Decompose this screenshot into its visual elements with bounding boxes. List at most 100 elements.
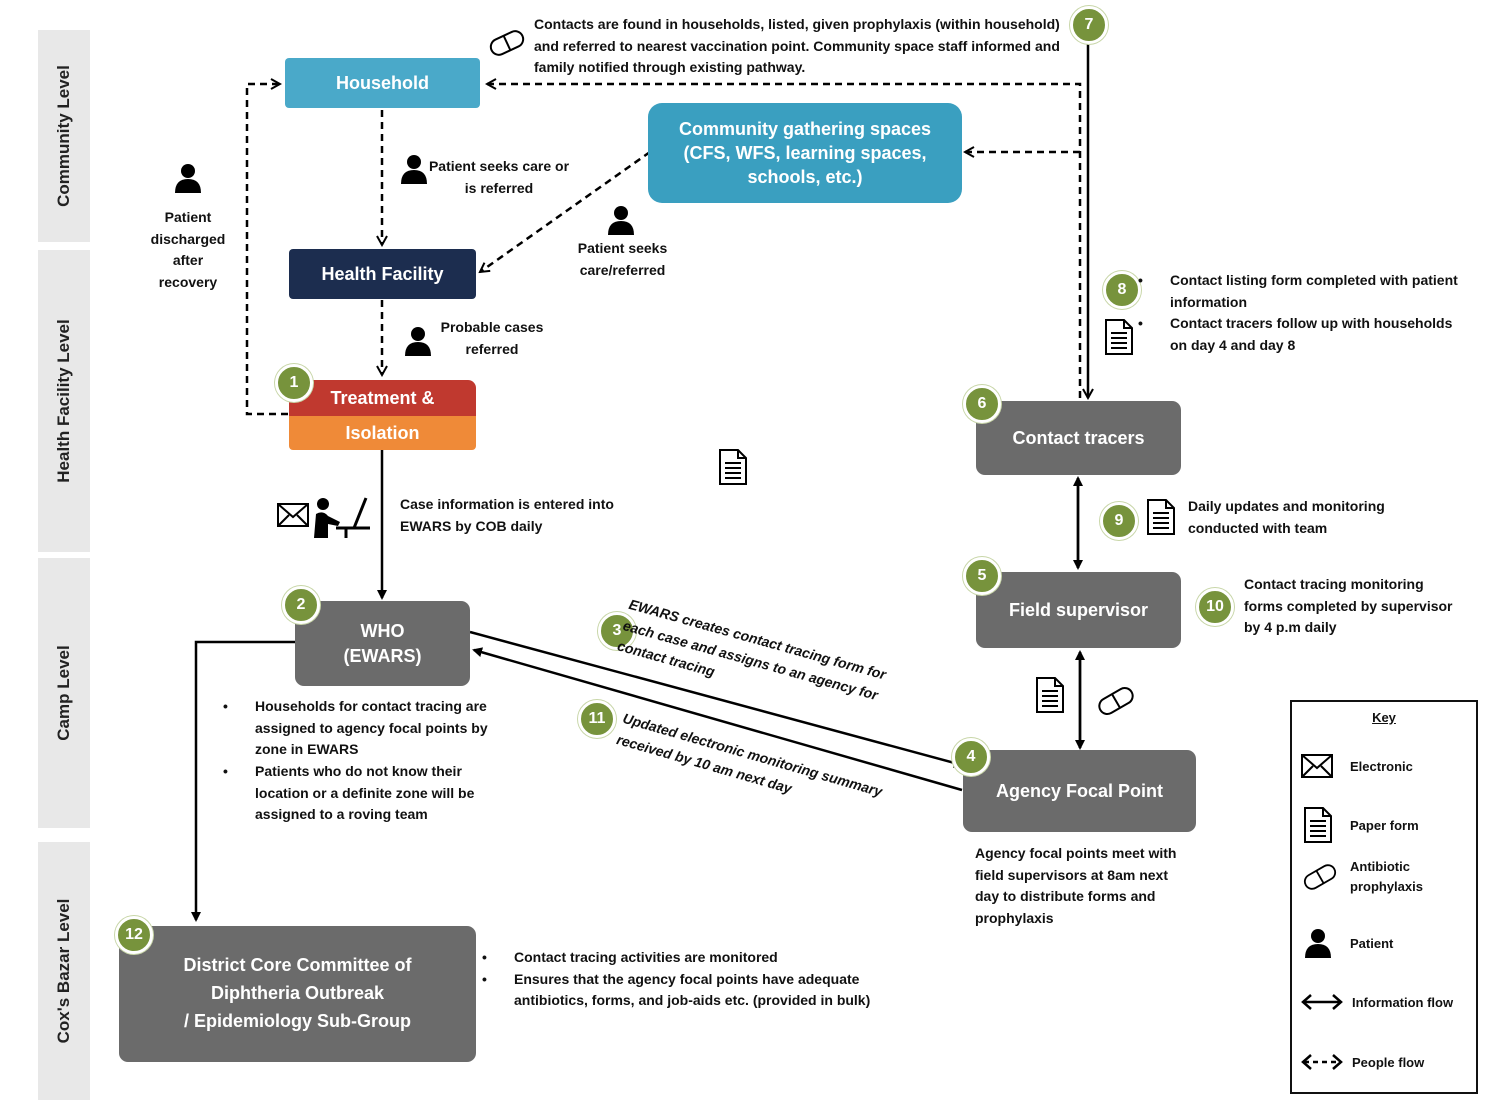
who-bullet-b: Patients who do not know their location …: [223, 761, 505, 826]
afp-text-1: Agency focal points meet with field supe…: [975, 845, 1177, 883]
paper-form-icon: [1304, 807, 1332, 843]
step8-text-a: Contact listing form completed with pati…: [1170, 272, 1458, 310]
paper-form-icon: [719, 449, 747, 485]
electronic-data-entry-icon: [277, 497, 370, 538]
key-paper-form-label: Paper form: [1350, 817, 1419, 833]
flow-community-to-health-facility: [480, 150, 651, 272]
district-label-3: / Epidemiology Sub-Group: [184, 1010, 411, 1031]
district-committee-box: District Core Committee of Diphtheria Ou…: [119, 926, 476, 1062]
health-facility-box: Health Facility: [289, 249, 476, 299]
patient-seeks-care-label: Patient seeks care or is referred: [428, 158, 570, 196]
step-badge-8: 8: [1103, 271, 1141, 309]
step-badge-6: 6: [963, 385, 1001, 423]
step-badge-4: 4: [952, 738, 990, 776]
step8-bullet-b: Contact tracers follow up with household…: [1138, 313, 1470, 356]
who-label: WHO: [360, 621, 405, 642]
contact-tracers-label: Contact tracers: [1012, 427, 1145, 448]
step8-text-b-emphasis: on day 4 and day 8: [1170, 337, 1296, 354]
key-row-paper-form: Paper form: [1300, 806, 1419, 844]
community-spaces-label: Community gathering spaces (CFS, WFS, le…: [678, 118, 932, 188]
district-notes: Contact tracing activities are monitored…: [482, 947, 884, 1012]
flow-who-to-district: [191, 640, 295, 922]
patient-discharged-label: Patient discharged after recovery: [150, 209, 226, 291]
who-text-b: Patients who do not know their location …: [255, 763, 475, 823]
flow-agency-to-who: [472, 647, 963, 792]
district-label-2: Diphtheria Outbreak: [210, 983, 385, 1004]
isolation-box: Isolation: [289, 416, 476, 450]
step-badge-1: 1: [275, 364, 313, 402]
district-label-1: District Core Committee of: [183, 955, 412, 976]
flow-discharge-to-household: [245, 84, 288, 416]
step7-description: Contacts are found in households, listed…: [534, 16, 1060, 76]
case-info-text: Case information is entered into EWARS b…: [400, 496, 614, 534]
step-badge-7: 7: [1070, 6, 1108, 44]
step8-text-b: Contact tracers follow up with household…: [1170, 315, 1453, 332]
household-box: Household: [285, 58, 480, 108]
patient-icon: [405, 327, 431, 356]
step8-description: Contact listing form completed with pati…: [1138, 270, 1470, 357]
district-bullet-b: Ensures that the agency focal points hav…: [482, 969, 884, 1012]
key-people-flow-label: People flow: [1352, 1054, 1425, 1070]
pill-icon: [489, 30, 525, 56]
isolation-label: Isolation: [345, 422, 420, 443]
who-ewars-box: WHO (EWARS): [295, 601, 470, 686]
case-info-emphasis: COB daily: [475, 517, 543, 534]
double-arrow-solid-icon: [1301, 994, 1343, 1010]
ewars-label: (EWARS): [343, 645, 422, 666]
step-badge-5: 5: [963, 557, 1001, 595]
step9-description: Daily updates and monitoring conducted w…: [1188, 498, 1385, 536]
agency-focal-point-label: Agency Focal Point: [995, 780, 1164, 801]
paper-form-icon: [1105, 319, 1133, 355]
step-badge-10: 10: [1196, 588, 1234, 626]
contact-tracers-box: Contact tracers: [976, 401, 1181, 475]
key-row-antibiotic: Antibiotic prophylaxis: [1300, 857, 1430, 896]
key-row-information-flow: Information flow: [1300, 992, 1453, 1012]
district-bullet-a: Contact tracing activities are monitored: [482, 947, 884, 969]
step-badge-12: 12: [115, 916, 153, 954]
level-band-health-facility: Health Facility Level: [38, 250, 90, 552]
agency-focal-point-box: Agency Focal Point: [963, 750, 1196, 832]
household-label: Household: [336, 72, 429, 93]
who-bullet-a: Households for contact tracing are assig…: [223, 696, 505, 761]
step10-text: Contact tracing monitoring forms complet…: [1244, 576, 1453, 614]
key-electronic-label: Electronic: [1350, 758, 1413, 774]
treatment-label: Treatment &: [330, 387, 435, 408]
key-information-flow-label: Information flow: [1352, 994, 1454, 1010]
treatment-box: Treatment &: [289, 380, 476, 416]
field-supervisor-box: Field supervisor: [976, 572, 1181, 648]
agency-focal-point-notes: Agency focal points meet with field supe…: [975, 843, 1185, 930]
afp-text-2: to distribute forms and prophylaxis: [975, 888, 1156, 927]
case-info-label: Case information is entered into EWARS b…: [400, 494, 630, 537]
step10-description: Contact tracing monitoring forms complet…: [1244, 574, 1464, 639]
key-row-electronic: Electronic: [1300, 752, 1413, 780]
key-row-patient: Patient: [1300, 928, 1393, 958]
pill-icon: [1303, 863, 1337, 890]
step10-emphasis: by 4 p.m daily: [1244, 619, 1337, 636]
level-band-camp: Camp Level: [38, 558, 90, 828]
who-notes: Households for contact tracing are assig…: [223, 696, 505, 826]
community-spaces-box: Community gathering spaces (CFS, WFS, le…: [648, 103, 962, 203]
level-band-coxs-bazar: Cox's Bazar Level: [38, 842, 90, 1100]
patient-seeks-care-referred-label: Patient seeks care/referred: [577, 240, 668, 278]
paper-form-icon: [1036, 677, 1064, 713]
field-supervisor-label: Field supervisor: [1008, 599, 1149, 620]
who-text-a: Households for contact tracing are assig…: [255, 698, 488, 758]
health-facility-label: Health Facility: [321, 263, 444, 284]
paper-form-icon: [1147, 499, 1175, 535]
patient-icon: [1305, 929, 1331, 958]
legend-key: Key Electronic Paper form Antibiotic pro…: [1290, 700, 1478, 1094]
envelope-icon: [1301, 754, 1333, 778]
flow-who-to-agency: [469, 630, 964, 768]
patient-icon: [175, 164, 201, 193]
patient-icon: [401, 155, 427, 184]
step8-bullet-a: Contact listing form completed with pati…: [1138, 270, 1470, 313]
patient-icon: [608, 206, 634, 235]
step-badge-11: 11: [578, 700, 616, 738]
step-badge-9: 9: [1100, 502, 1138, 540]
step-badge-2: 2: [282, 586, 320, 624]
key-title: Key: [1372, 710, 1396, 725]
probable-cases-label: Probable cases referred: [440, 319, 544, 357]
step-badge-3: 3: [598, 612, 636, 650]
district-text-a: Contact tracing activities are monitored: [514, 949, 778, 965]
